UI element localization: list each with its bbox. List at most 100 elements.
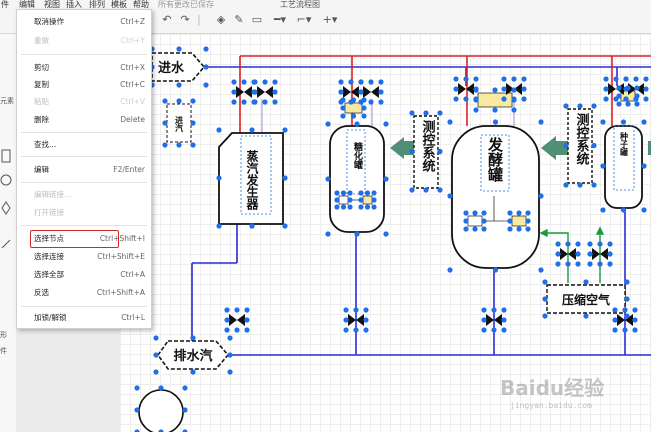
resize-handle[interactable] — [343, 307, 349, 313]
resize-handle[interactable] — [176, 82, 182, 88]
resize-handle[interactable] — [437, 110, 443, 116]
resize-handle[interactable] — [182, 385, 188, 391]
resize-handle[interactable] — [492, 267, 499, 273]
resize-handle[interactable] — [583, 313, 589, 319]
resize-handle[interactable] — [501, 86, 507, 92]
resize-handle[interactable] — [368, 99, 374, 105]
resize-handle[interactable] — [368, 79, 374, 85]
resize-handle[interactable] — [358, 204, 364, 210]
resize-handle[interactable] — [182, 407, 188, 413]
resize-handle[interactable] — [641, 119, 647, 125]
resize-handle[interactable] — [472, 226, 478, 232]
resize-handle[interactable] — [224, 307, 230, 313]
resize-handle[interactable] — [203, 46, 209, 52]
resize-handle[interactable] — [453, 86, 459, 92]
resize-handle[interactable] — [491, 327, 497, 333]
resize-handle[interactable] — [492, 87, 498, 93]
resize-handle[interactable] — [516, 210, 522, 216]
resize-handle[interactable] — [227, 352, 233, 358]
resize-handle[interactable] — [472, 210, 478, 216]
undo-icon[interactable]: ↶ — [162, 13, 172, 26]
resize-handle[interactable] — [282, 223, 288, 229]
resize-handle[interactable] — [234, 307, 240, 313]
resize-handle[interactable] — [620, 119, 627, 125]
resize-handle[interactable] — [481, 327, 487, 333]
resize-handle[interactable] — [231, 89, 237, 95]
resize-handle[interactable] — [542, 279, 548, 285]
menu-item-find[interactable]: 查找... — [34, 140, 57, 149]
resize-handle[interactable] — [423, 187, 429, 193]
resize-handle[interactable] — [634, 101, 640, 107]
resize-handle[interactable] — [501, 307, 507, 313]
resize-handle[interactable] — [244, 327, 250, 333]
resize-handle[interactable] — [350, 113, 357, 119]
resize-handle[interactable] — [176, 98, 182, 104]
redo-icon[interactable]: ↷ — [180, 13, 190, 26]
resize-handle[interactable] — [575, 251, 581, 257]
waypoint-icon[interactable]: ⌐▾ — [296, 13, 312, 26]
selection-handles[interactable] — [134, 46, 649, 432]
resize-handle[interactable] — [447, 193, 453, 199]
resize-handle[interactable] — [597, 261, 603, 267]
resize-handle[interactable] — [473, 97, 479, 103]
resize-handle[interactable] — [591, 182, 597, 188]
resize-handle[interactable] — [481, 210, 487, 216]
resize-handle[interactable] — [624, 296, 630, 302]
resize-handle[interactable] — [542, 296, 548, 302]
resize-handle[interactable] — [216, 127, 222, 133]
resize-handle[interactable] — [203, 82, 209, 88]
resize-handle[interactable] — [325, 176, 331, 182]
resize-handle[interactable] — [587, 261, 593, 267]
resize-handle[interactable] — [361, 113, 367, 119]
resize-handle[interactable] — [516, 226, 522, 232]
resize-handle[interactable] — [641, 163, 647, 169]
resize-handle[interactable] — [525, 218, 531, 224]
resize-handle[interactable] — [182, 429, 188, 432]
resize-handle[interactable] — [244, 307, 250, 313]
resize-handle[interactable] — [600, 163, 606, 169]
resize-handle[interactable] — [591, 142, 597, 149]
resize-handle[interactable] — [363, 307, 369, 313]
resize-handle[interactable] — [501, 317, 507, 323]
resize-handle[interactable] — [575, 241, 581, 247]
resize-handle[interactable] — [190, 369, 196, 375]
resize-handle[interactable] — [364, 204, 371, 210]
resize-handle[interactable] — [625, 85, 631, 91]
resize-handle[interactable] — [633, 76, 639, 82]
resize-handle[interactable] — [603, 86, 609, 92]
resize-handle[interactable] — [244, 317, 250, 323]
resize-handle[interactable] — [338, 79, 344, 85]
compressed-air-node[interactable] — [546, 284, 626, 314]
resize-handle[interactable] — [555, 241, 561, 247]
resize-handle[interactable] — [409, 148, 415, 155]
resize-handle[interactable] — [153, 369, 159, 375]
resize-handle[interactable] — [587, 251, 593, 257]
resize-handle[interactable] — [641, 207, 647, 213]
resize-handle[interactable] — [632, 317, 638, 323]
resize-handle[interactable] — [409, 187, 415, 193]
resize-handle[interactable] — [538, 119, 544, 125]
resize-handle[interactable] — [158, 429, 164, 432]
resize-handle[interactable] — [507, 210, 513, 216]
resize-handle[interactable] — [353, 327, 359, 333]
resize-handle[interactable] — [511, 87, 517, 93]
resize-handle[interactable] — [525, 226, 531, 232]
resize-handle[interactable] — [463, 76, 469, 82]
resize-handle[interactable] — [463, 218, 469, 224]
resize-handle[interactable] — [555, 261, 561, 267]
resize-handle[interactable] — [227, 335, 233, 341]
resize-handle[interactable] — [224, 327, 230, 333]
resize-handle[interactable] — [521, 96, 527, 102]
resize-handle[interactable] — [358, 89, 364, 95]
resize-handle[interactable] — [634, 85, 640, 91]
resize-handle[interactable] — [501, 327, 507, 333]
resize-handle[interactable] — [371, 190, 377, 196]
resize-handle[interactable] — [340, 105, 346, 111]
